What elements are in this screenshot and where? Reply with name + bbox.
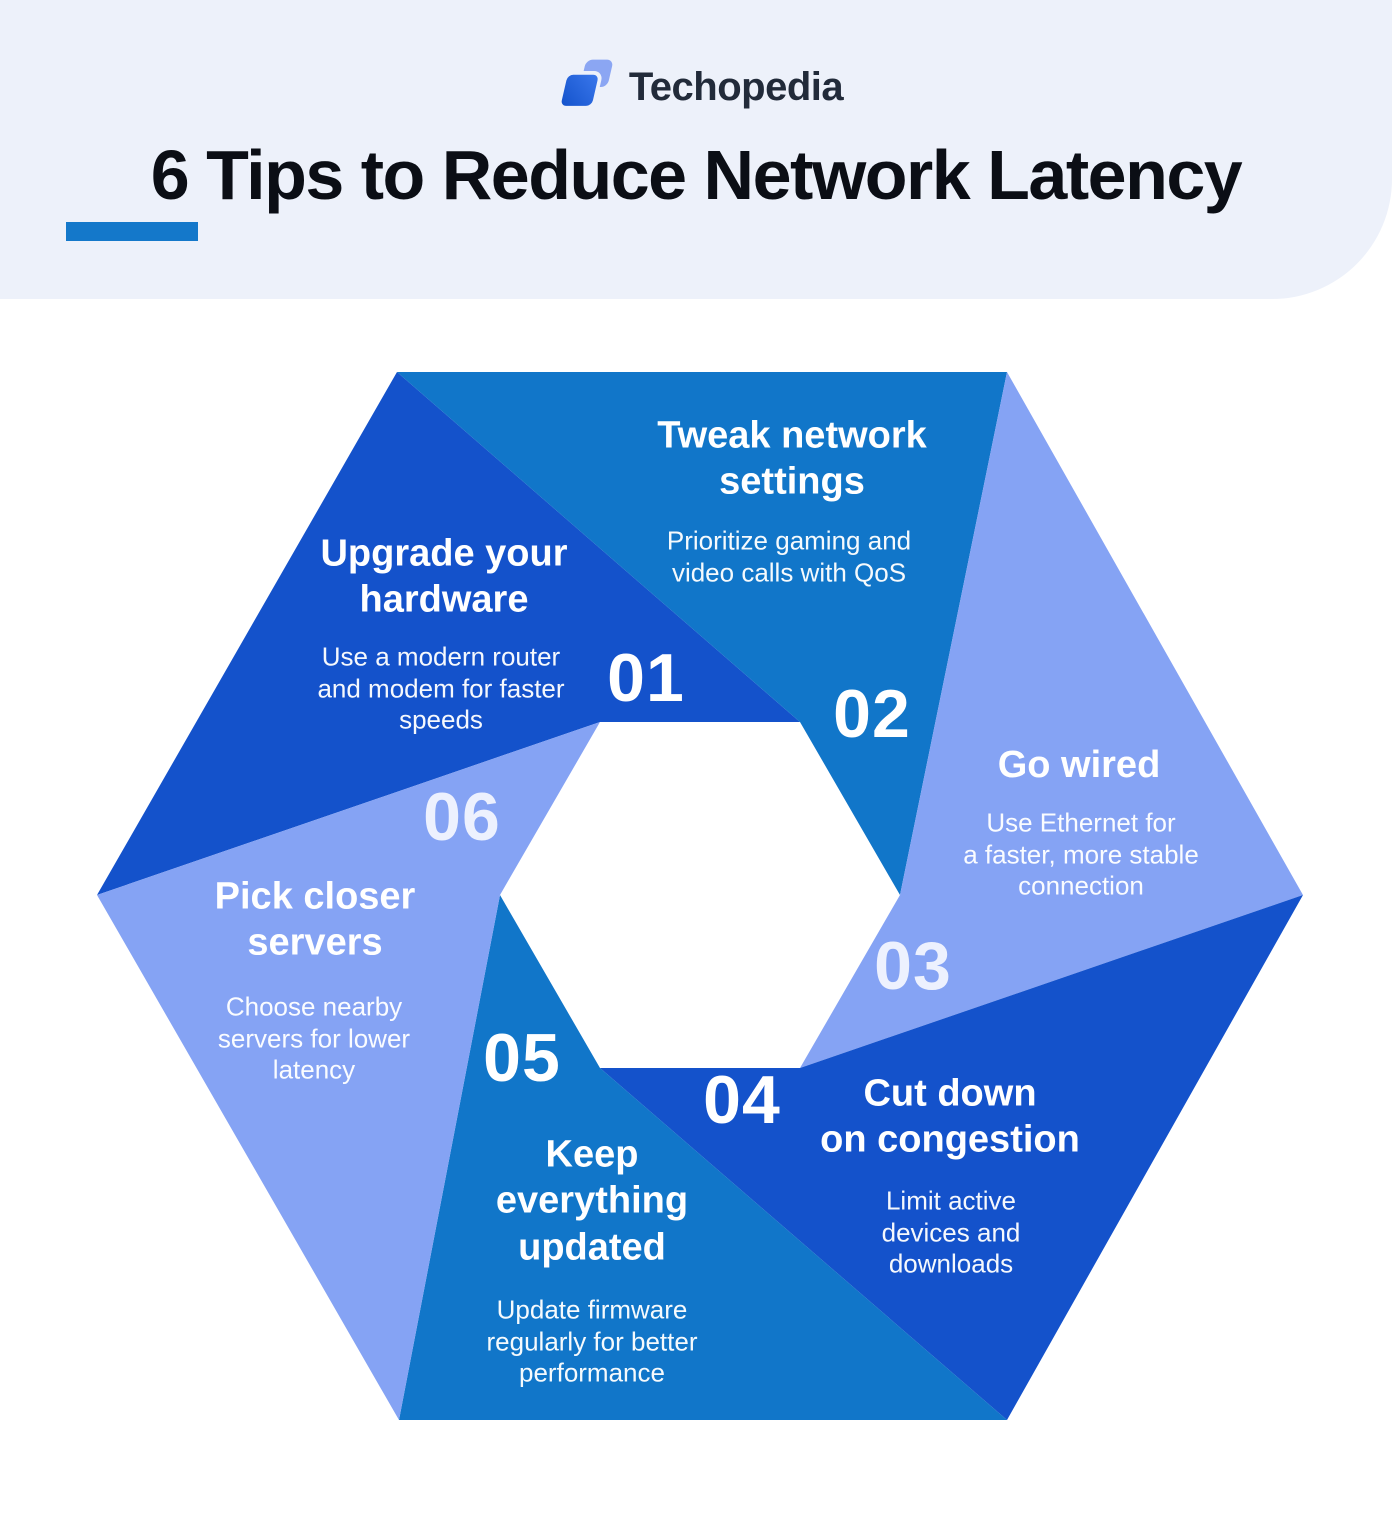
tip-01-title: Upgrade your hardware bbox=[320, 532, 568, 621]
tip-02-description: Prioritize gaming and video calls with Q… bbox=[666, 525, 912, 587]
tip-06-number: 06 bbox=[423, 779, 501, 855]
tip-04-description: Limit active devices and downloads bbox=[881, 1185, 1021, 1279]
tip-05-title: Keep everything updated bbox=[495, 1133, 689, 1269]
header-band: Techopedia 6 Tips to Reduce Network Late… bbox=[0, 0, 1392, 299]
tip-05-number: 05 bbox=[483, 1020, 561, 1096]
tip-02-title: Tweak network settings bbox=[657, 414, 927, 503]
tip-01-number: 01 bbox=[607, 640, 685, 716]
tip-06-title: Pick closer servers bbox=[214, 875, 416, 964]
techopedia-logo-icon bbox=[557, 59, 613, 110]
tip-01-description: Use a modern router and modem for faster… bbox=[317, 641, 565, 735]
tip-03-title: Go wired bbox=[997, 743, 1161, 786]
blade-upgrade-your-hardware bbox=[97, 372, 800, 895]
techopedia-logo: Techopedia bbox=[0, 56, 1392, 118]
tip-04-title: Cut down on congestion bbox=[820, 1072, 1080, 1161]
blade-keep-everything-updated bbox=[399, 895, 1007, 1420]
tip-06-description: Choose nearby servers for lower latency bbox=[217, 991, 411, 1085]
blade-pick-closer-servers bbox=[97, 722, 600, 1420]
tip-04-number: 04 bbox=[703, 1062, 781, 1138]
blade-tweak-network-settings bbox=[397, 372, 1007, 895]
blade-go-wired bbox=[800, 372, 1303, 1068]
tip-05-description: Update firmware regularly for better per… bbox=[486, 1294, 698, 1388]
page-title: 6 Tips to Reduce Network Latency bbox=[150, 136, 1243, 214]
title-underline-accent bbox=[66, 222, 198, 241]
tip-03-description: Use Ethernet for a faster, more stable c… bbox=[963, 807, 1199, 901]
blade-cut-down-on-congestion bbox=[600, 895, 1303, 1420]
tip-02-number: 02 bbox=[833, 676, 911, 752]
tip-03-number: 03 bbox=[874, 928, 952, 1004]
brand-name: Techopedia bbox=[628, 64, 844, 109]
